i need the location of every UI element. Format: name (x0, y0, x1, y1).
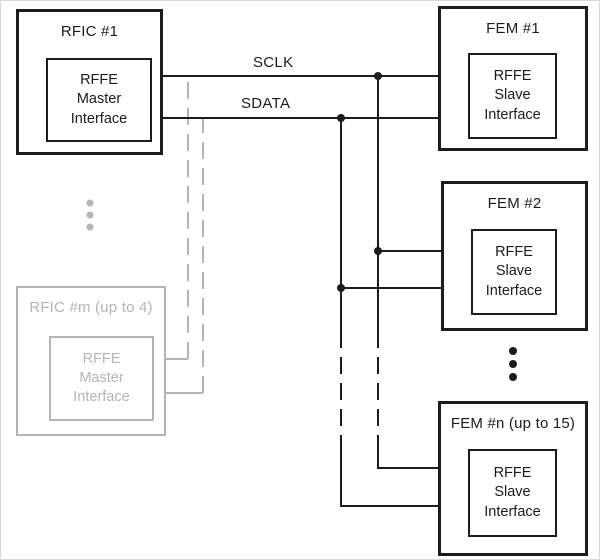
fem2-block: FEM #2 RFFE Slave Interface (441, 181, 588, 331)
rficm-block: RFIC #m (up to 4) RFFE Master Interface (16, 286, 166, 436)
sdata-junction-dot (337, 114, 345, 122)
rfic-ellipsis-dot (86, 199, 94, 207)
rfic-ellipsis-dot (86, 223, 94, 231)
fem1-title: FEM #1 (486, 20, 540, 37)
rficm-master-interface-box: RFFE Master Interface (49, 336, 154, 421)
sdata-drop-lower (340, 439, 468, 507)
fem-ellipsis-dot (509, 347, 517, 355)
femn-block: FEM #n (up to 15) RFFE Slave Interface (438, 401, 588, 556)
rficm-title: RFIC #m (up to 4) (29, 299, 153, 316)
femn-slave-interface-box: RFFE Slave Interface (468, 449, 557, 537)
fem2-sclk-junction-dot (374, 247, 382, 255)
sdata-label: SDATA (241, 95, 291, 112)
fem1-slave-interface-box: RFFE Slave Interface (468, 53, 557, 139)
rfic1-block: RFIC #1 RFFE Master Interface (16, 9, 163, 155)
fem1-block: FEM #1 RFFE Slave Interface (438, 6, 588, 151)
fem2-slave-interface-box: RFFE Slave Interface (471, 229, 557, 315)
fem-ellipsis-dots (509, 347, 517, 381)
sclk-junction-dot (374, 72, 382, 80)
rfic-ellipsis-dots (86, 199, 94, 231)
rfic1-master-interface-box: RFFE Master Interface (46, 58, 152, 142)
sclk-label: SCLK (253, 54, 294, 71)
femn-title: FEM #n (up to 15) (450, 415, 576, 432)
fem-ellipsis-dot (509, 373, 517, 381)
rfic-ellipsis-dot (86, 211, 94, 219)
rfic1-title: RFIC #1 (60, 23, 119, 40)
fem2-sdata-junction-dot (337, 284, 345, 292)
fem2-title: FEM #2 (487, 195, 542, 212)
fem-ellipsis-dot (509, 360, 517, 368)
